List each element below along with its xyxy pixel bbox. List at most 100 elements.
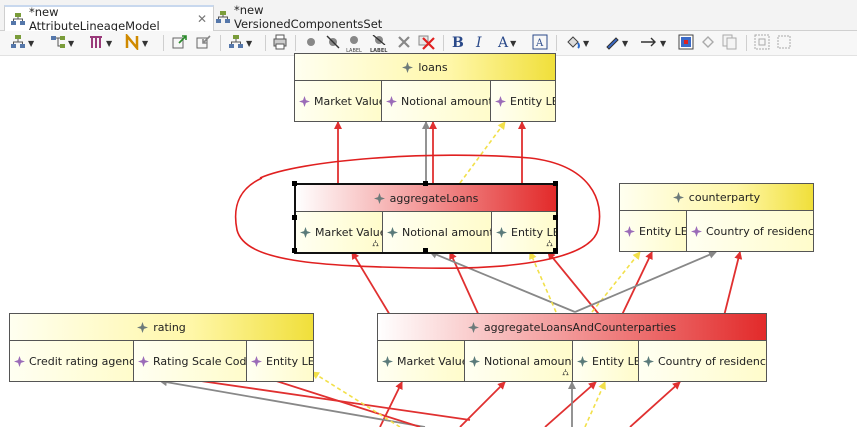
attribute-country-of-residence[interactable]: Country of residence (687, 211, 813, 251)
entity-icon (137, 321, 149, 333)
attribute-entity-lei[interactable]: Entity LEI (573, 341, 639, 381)
export-button[interactable] (172, 34, 188, 52)
attribute-label: Entity LEI (511, 225, 556, 239)
italic-button[interactable]: I (476, 34, 482, 52)
attribute-icon (496, 226, 507, 238)
tab-attribute-lineage-model[interactable]: *new AttributeLineageModel ✕ (4, 5, 214, 33)
edge-entity-lei[interactable] (459, 121, 506, 184)
attribute-icon (691, 225, 702, 237)
attribute-label: Market Value (315, 225, 383, 239)
text-style-button[interactable]: A (532, 34, 548, 52)
edge-entity-lei[interactable] (311, 371, 401, 427)
attribute-label: Entity LEI (266, 354, 313, 368)
arrow-style-button[interactable]: ▼ (640, 34, 666, 52)
undo-button[interactable] (700, 34, 716, 52)
n-button[interactable]: ▼ (124, 32, 148, 52)
attribute-label: Market Value (314, 94, 382, 108)
label-text: LABEL (346, 48, 362, 54)
order-button[interactable]: ▼ (88, 34, 112, 52)
entity-header: aggregateLoans (296, 185, 556, 212)
label-text: LABEL (370, 48, 388, 54)
fit-button[interactable] (776, 34, 792, 52)
label-off-button[interactable]: LABEL (370, 34, 388, 54)
pen-button[interactable]: ▼ (604, 34, 628, 52)
label-button[interactable]: LABEL (346, 34, 362, 54)
text-icon: A (532, 34, 548, 53)
edge-entity-lei[interactable] (584, 381, 606, 427)
dot-button[interactable] (303, 34, 319, 52)
attribute-notional-amount[interactable]: Notional amount (382, 81, 491, 121)
attribute-rating-scale-code[interactable]: Rating Scale Code (134, 341, 247, 381)
edge-entity-lei[interactable] (544, 381, 597, 427)
pin-button[interactable] (325, 34, 341, 52)
attribute-country-of-residence[interactable]: Country of residence (639, 341, 766, 381)
attribute-entity-lei[interactable]: Entity LEI (491, 81, 555, 121)
entity-header: counterparty (620, 184, 813, 211)
image-button[interactable] (678, 34, 694, 52)
attribute-credit-rating-agency[interactable]: Credit rating agency (10, 341, 134, 381)
font-color-button[interactable]: A▼ (498, 35, 517, 51)
tab-versioned-components-set[interactable]: *new VersionedComponentsSet (210, 3, 402, 31)
delete-all-button[interactable] (418, 34, 436, 52)
attribute-notional-amount[interactable]: Notional amount (383, 212, 492, 252)
selection-handle[interactable] (423, 181, 428, 186)
print-button[interactable] (272, 34, 288, 52)
selection-handle[interactable] (553, 248, 558, 253)
attribute-entity-lei[interactable]: Entity LEI⛼ (492, 212, 556, 252)
attribute-icon (300, 226, 311, 238)
close-icon[interactable]: ✕ (196, 12, 207, 26)
edge-entity-lei[interactable] (591, 251, 641, 313)
attribute-label: Entity LEI (592, 354, 639, 368)
entity-counterparty[interactable]: counterparty Entity LEI Country of resid… (619, 183, 814, 252)
edge-notional-amount[interactable] (429, 250, 576, 313)
selection-handle[interactable] (423, 248, 428, 253)
editor-tab-bar: *new AttributeLineageModel ✕ *new Versio… (0, 0, 857, 33)
hierarchy-icon (228, 34, 244, 53)
attribute-label: Notional amount (484, 354, 573, 368)
entity-aggregate-loans[interactable]: aggregateLoans Market Value⛼ Notional am… (294, 183, 558, 254)
attribute-market-value[interactable]: Market Value (295, 81, 382, 121)
bold-button[interactable]: B (452, 34, 464, 52)
tree-layout-icon (50, 34, 66, 53)
selection-handle[interactable] (292, 248, 297, 253)
attribute-market-value[interactable]: Market Value (378, 341, 465, 381)
attribute-icon (14, 355, 25, 367)
tab-label: *new VersionedComponentsSet (234, 3, 383, 31)
hierarchy-button[interactable]: ▼ (228, 34, 252, 52)
attribute-notional-amount[interactable]: Notional amount⛼ (465, 341, 573, 381)
entity-header: rating (10, 314, 313, 341)
edge-entity-lei[interactable] (529, 251, 557, 313)
attribute-entity-lei[interactable]: Entity LEI (620, 211, 687, 251)
attribute-market-value[interactable]: Market Value⛼ (296, 212, 383, 252)
selection-handle[interactable] (292, 181, 297, 186)
entity-loans[interactable]: loans Market Value Notional amount Entit… (294, 53, 556, 122)
delete-all-icon (418, 34, 436, 53)
selection-handle[interactable] (292, 215, 297, 220)
edge-country-of-residence[interactable] (629, 381, 681, 427)
entity-rating[interactable]: rating Credit rating agency Rating Scale… (9, 313, 314, 382)
toolbar-separator (295, 35, 296, 51)
fill-icon (565, 34, 581, 53)
tree-layout-button[interactable]: ▼ (50, 34, 74, 52)
selection-handle[interactable] (553, 181, 558, 186)
fill-button[interactable]: ▼ (565, 34, 589, 52)
edge-country-of-residence[interactable] (574, 251, 717, 313)
svg-text:A: A (535, 38, 544, 49)
attribute-entity-lei[interactable]: Entity LEI (247, 341, 313, 381)
selection-handle[interactable] (553, 215, 558, 220)
delete-button[interactable] (396, 34, 412, 52)
import-button[interactable] (196, 34, 212, 52)
order-icon (88, 34, 104, 53)
attribute-label: Market Value (397, 354, 465, 368)
entity-aggregate-loans-and-counterparties[interactable]: aggregateLoansAndCounterparties Market V… (377, 313, 767, 382)
zoom-button[interactable] (754, 34, 770, 52)
layout-button[interactable]: ▼ (10, 34, 34, 52)
edge-rating-scale-code[interactable] (159, 378, 426, 427)
entity-title: aggregateLoans (389, 191, 479, 205)
label-icon (346, 34, 362, 48)
font-color-icon: A (498, 35, 509, 51)
bold-icon: B (452, 35, 464, 51)
copy-button[interactable] (722, 34, 738, 52)
attribute-label: Rating Scale Code (153, 354, 247, 368)
image-icon (678, 34, 694, 53)
